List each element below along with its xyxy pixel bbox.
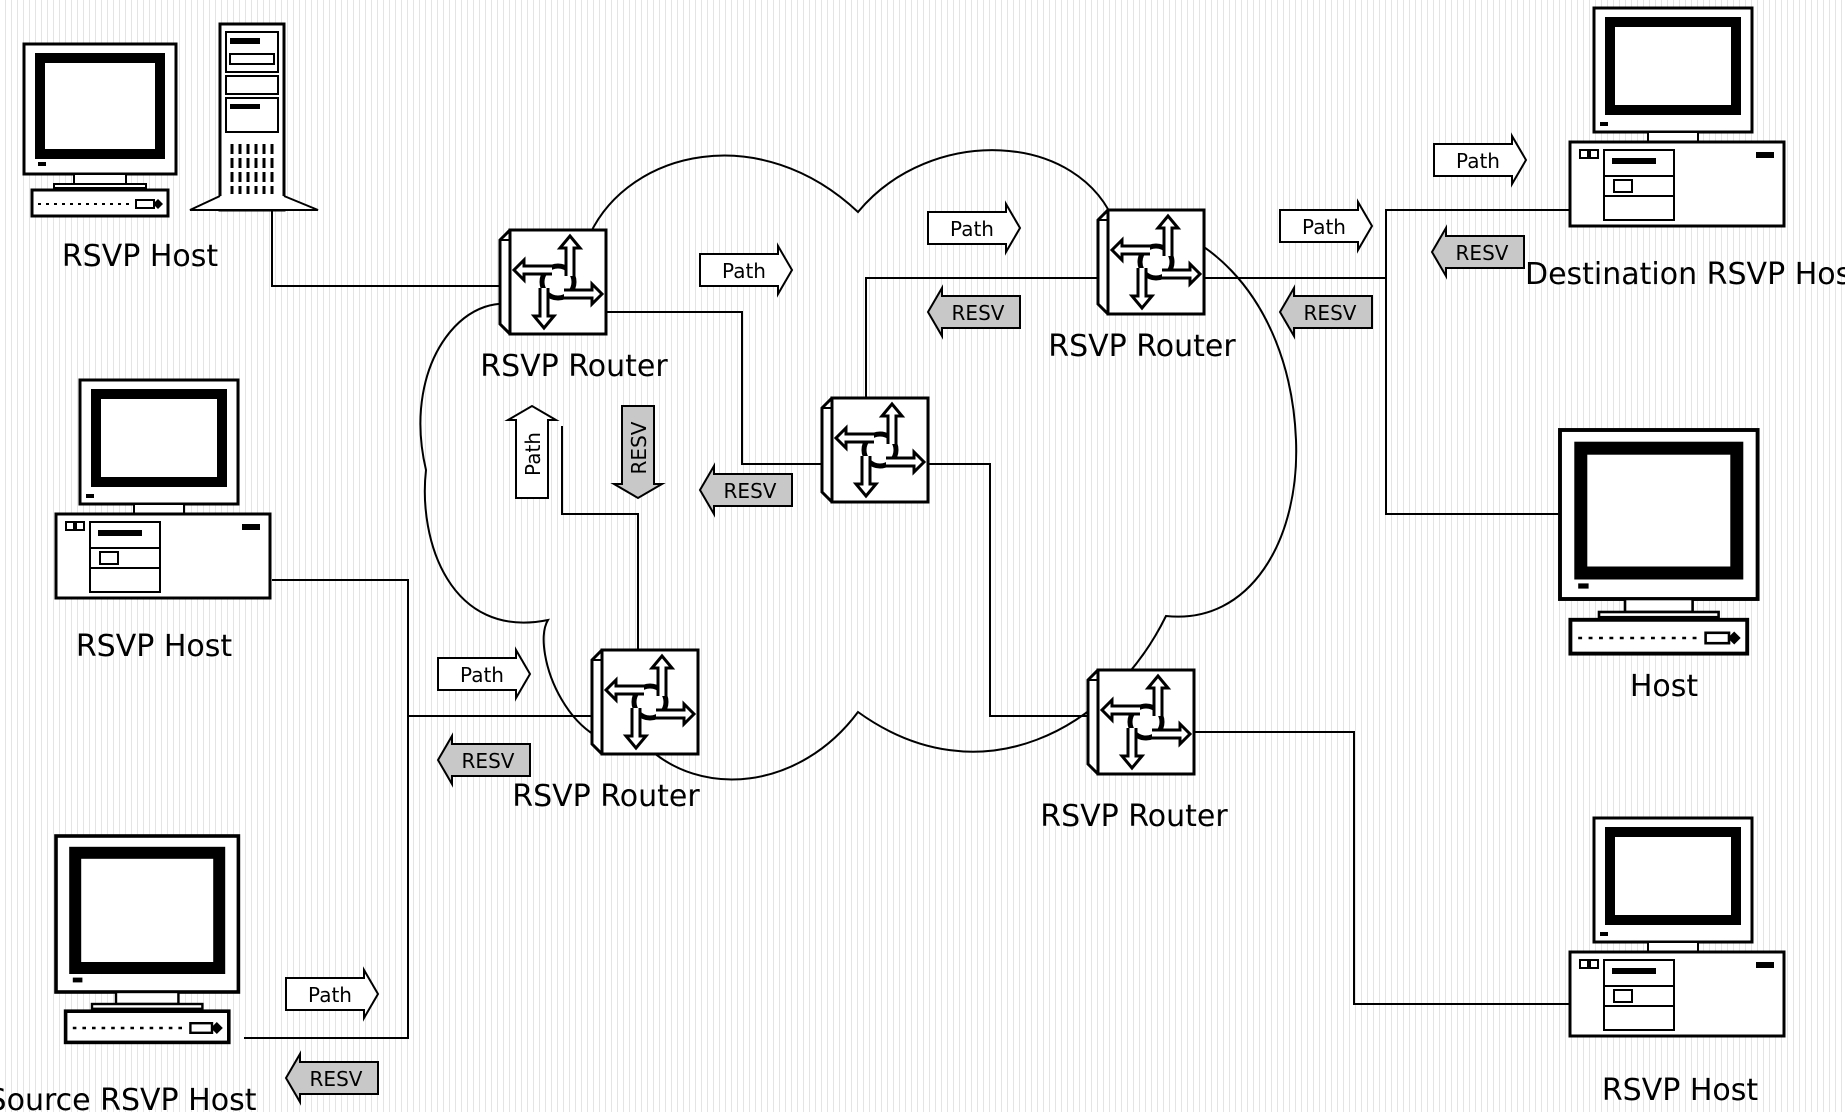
network-cloud xyxy=(419,149,1298,781)
path-arrow: Path xyxy=(927,203,1021,253)
host-workstation-icon xyxy=(1560,430,1758,654)
path-arrow: Path xyxy=(1279,201,1373,251)
workstation-icon xyxy=(24,44,176,216)
resv-arrow: RESV xyxy=(437,735,531,785)
path-arrow-vertical: Path xyxy=(507,405,557,499)
host-label-mid-left: RSVP Host xyxy=(76,629,233,664)
router-icon-top-right xyxy=(1098,210,1204,314)
svg-text:RESV: RESV xyxy=(310,1067,363,1091)
desktop-computer-icon xyxy=(56,380,270,598)
host-label-source: Source RSVP Host xyxy=(0,1083,257,1112)
router-label-top-left: RSVP Router xyxy=(480,349,668,384)
resv-arrow-vertical: RESV xyxy=(613,405,663,499)
path-arrow: Path xyxy=(285,969,379,1019)
host-label-mid-right: Host xyxy=(1630,669,1699,704)
resv-arrow: RESV xyxy=(1279,287,1373,337)
desktop-computer-icon-2 xyxy=(1570,818,1784,1036)
svg-text:RESV: RESV xyxy=(627,421,651,474)
router-label-bottom-left: RSVP Router xyxy=(512,779,700,814)
svg-text:RESV: RESV xyxy=(724,479,777,503)
destination-computer-icon xyxy=(1570,8,1784,226)
svg-text:Path: Path xyxy=(521,432,545,476)
svg-text:RESV: RESV xyxy=(952,301,1005,325)
resv-arrow: RESV xyxy=(699,465,793,515)
server-tower-icon xyxy=(188,22,320,212)
path-arrow: Path xyxy=(437,649,531,699)
router-icon-bottom-right xyxy=(1088,670,1194,774)
svg-text:Path: Path xyxy=(308,983,352,1007)
svg-text:Path: Path xyxy=(1302,215,1346,239)
svg-text:Path: Path xyxy=(722,259,766,283)
resv-arrow: RESV xyxy=(285,1053,379,1103)
svg-text:RESV: RESV xyxy=(462,749,515,773)
router-label-bottom-right: RSVP Router xyxy=(1040,799,1228,834)
host-label-top-left: RSVP Host xyxy=(62,239,219,274)
svg-text:Path: Path xyxy=(460,663,504,687)
router-icon-bottom-left xyxy=(592,650,698,754)
path-arrow: Path xyxy=(699,245,793,295)
host-label-bottom-right: RSVP Host xyxy=(1602,1073,1759,1108)
svg-text:Path: Path xyxy=(1456,149,1500,173)
svg-text:RESV: RESV xyxy=(1304,301,1357,325)
router-icon-center xyxy=(822,398,928,502)
connection-lines xyxy=(244,209,1570,1039)
source-workstation-icon xyxy=(56,836,238,1042)
resv-arrow: RESV xyxy=(927,287,1021,337)
svg-text:Path: Path xyxy=(950,217,994,241)
path-arrow: Path xyxy=(1433,135,1527,185)
resv-arrow: RESV xyxy=(1431,227,1525,277)
router-icon-top-left xyxy=(500,230,606,334)
svg-text:RESV: RESV xyxy=(1456,241,1509,265)
host-label-destination: Destination RSVP Host xyxy=(1525,257,1845,292)
router-label-top-right: RSVP Router xyxy=(1048,329,1236,364)
